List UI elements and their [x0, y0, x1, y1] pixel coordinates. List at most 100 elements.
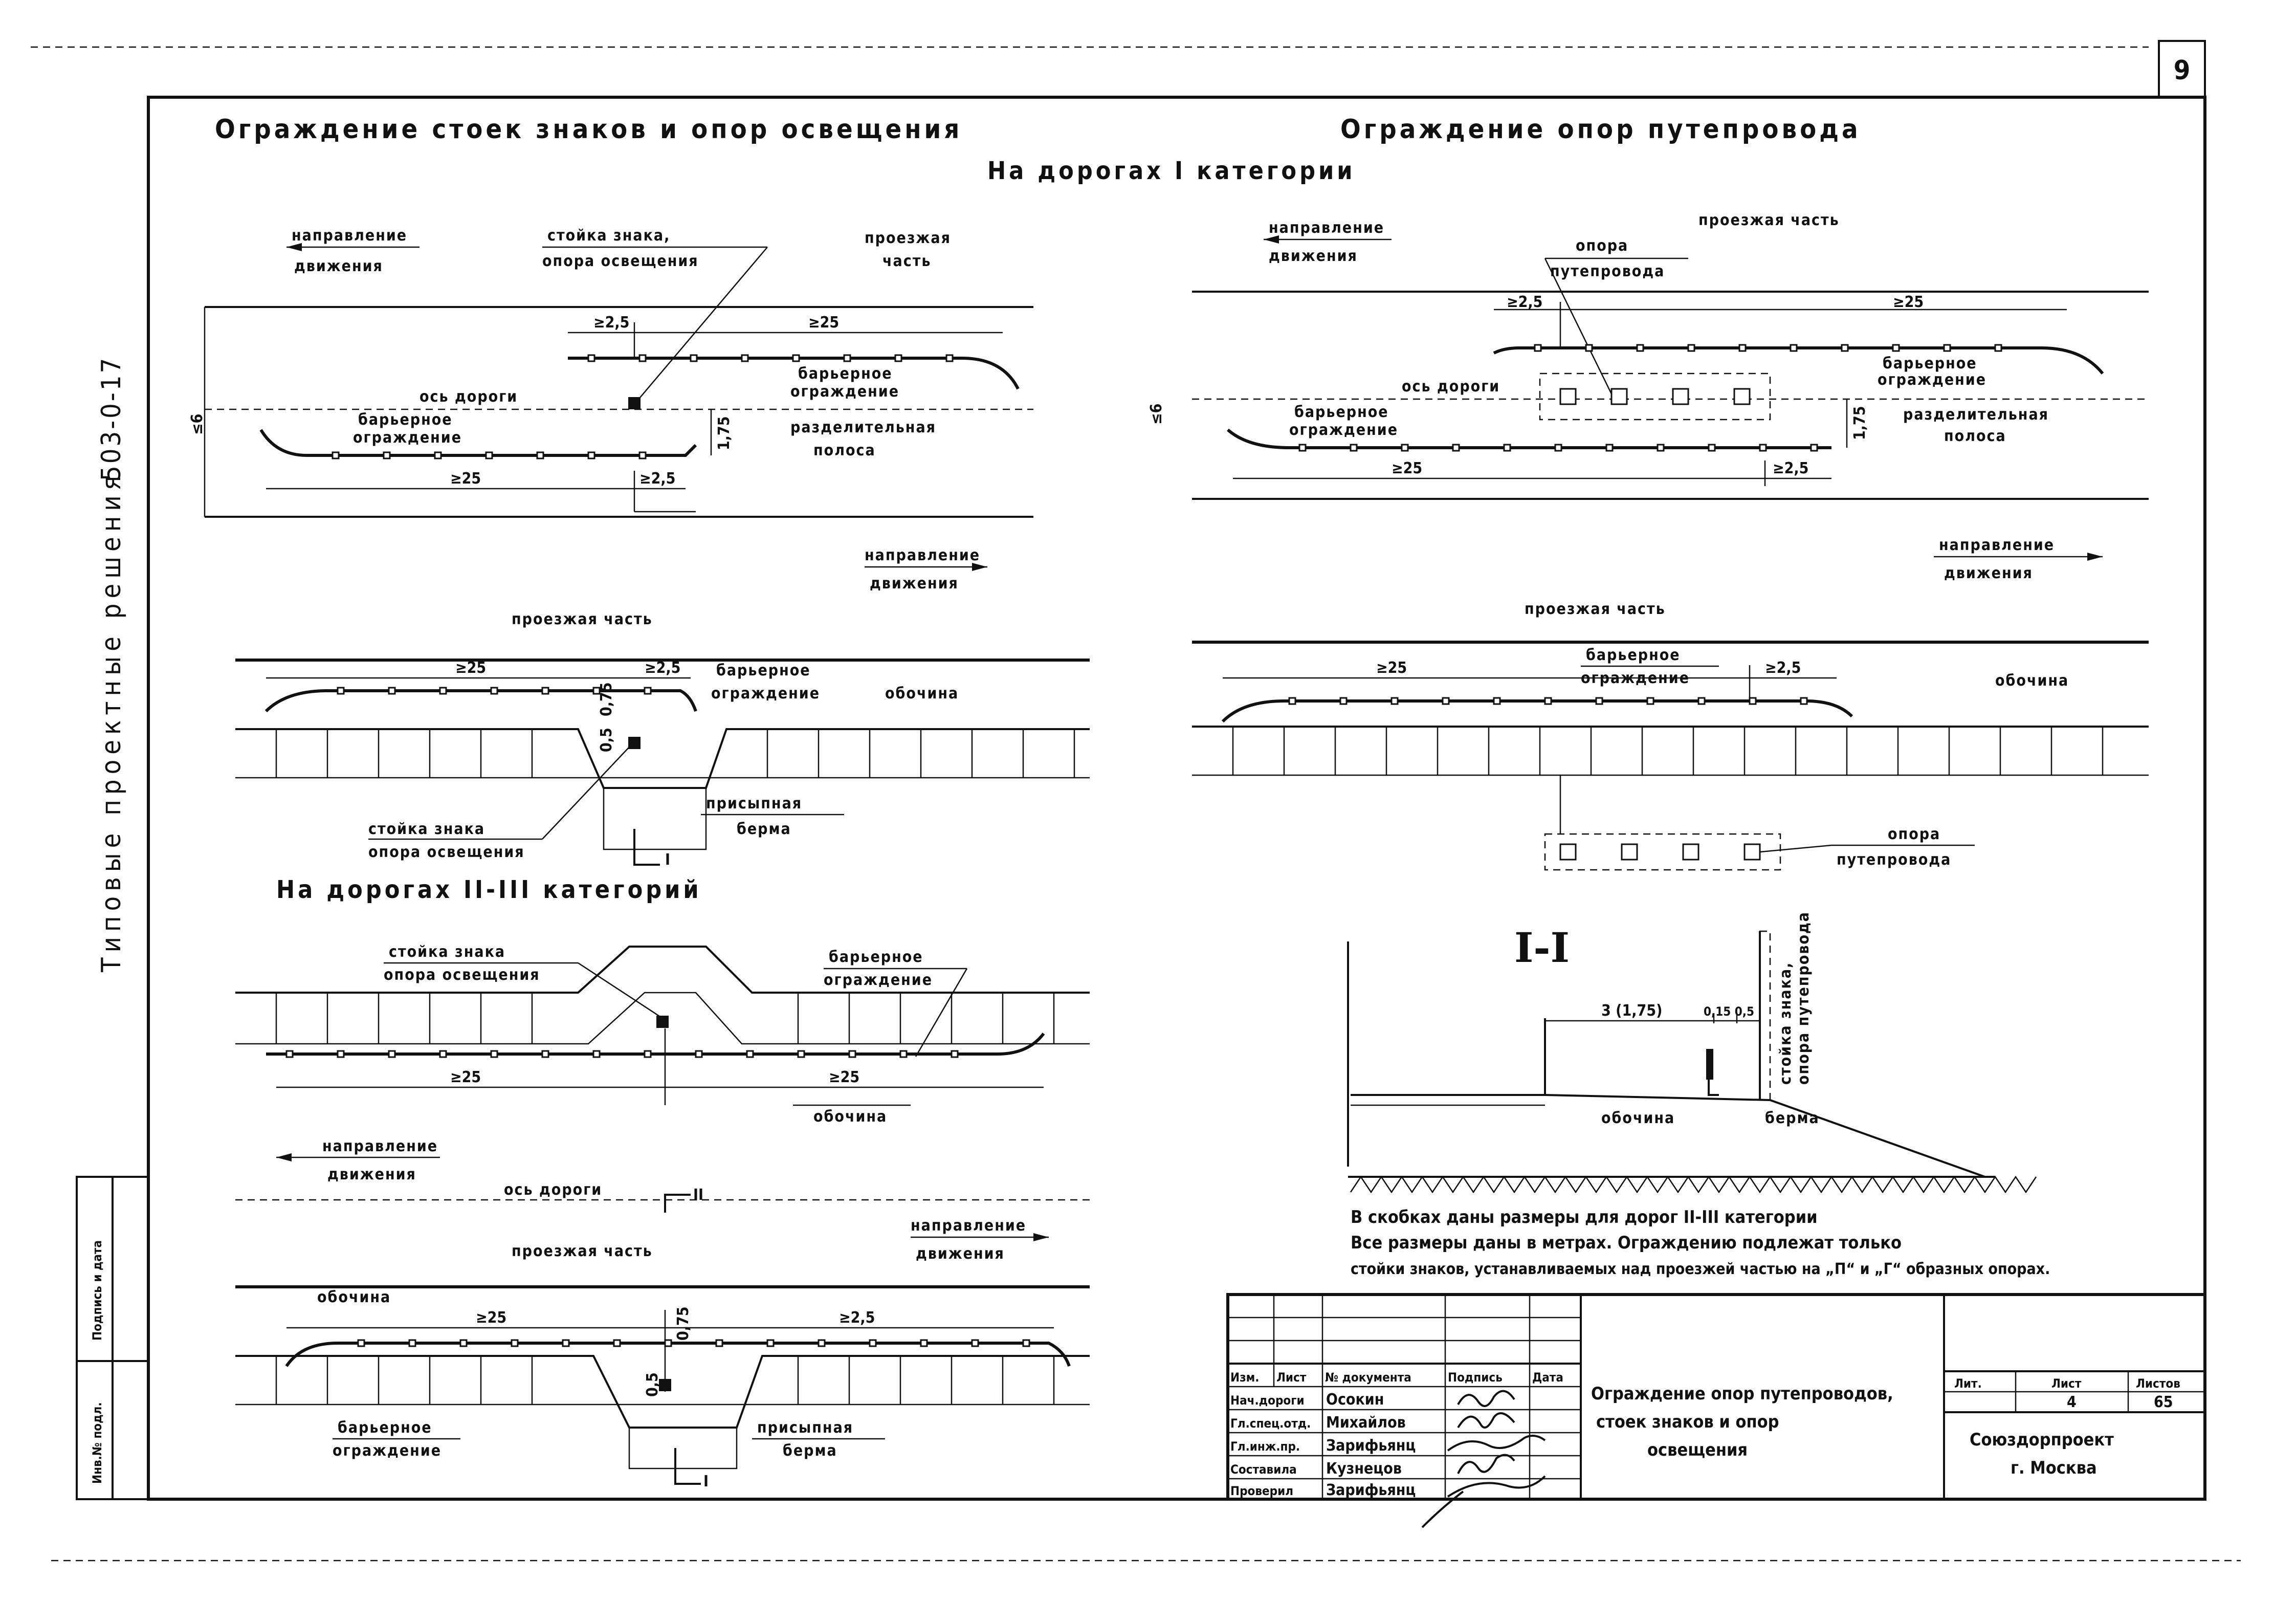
svg-text:Лит.: Лит.: [1954, 1376, 1982, 1391]
svg-text:≥25: ≥25: [476, 1309, 506, 1327]
svg-text:берма: берма: [783, 1442, 837, 1460]
barrier-rail: [266, 1033, 1045, 1056]
stamp-inventory-no: Инв.№ подл.: [90, 1402, 104, 1484]
svg-text:Лист: Лист: [1276, 1370, 1307, 1385]
svg-text:1,75: 1,75: [1851, 406, 1869, 440]
svg-text:разделительная: разделительная: [1903, 406, 2049, 424]
barrier-rail: [568, 357, 1020, 390]
svg-text:I: I: [665, 851, 670, 869]
drawing-title-1: Ограждение опор путепроводов,: [1591, 1384, 1893, 1404]
leader-line: [634, 247, 768, 405]
leader-line: [542, 747, 630, 840]
svg-text:проезжая часть: проезжая часть: [1525, 600, 1666, 618]
slope-profile: [1544, 1094, 1985, 1178]
plan-median-sign-post: направление движения стойка знака, опора…: [188, 227, 1033, 518]
svg-text:обочина: обочина: [1601, 1109, 1675, 1127]
svg-text:0,5: 0,5: [644, 1372, 661, 1397]
svg-text:полоса: полоса: [813, 442, 876, 459]
right-title: Ограждение опор путепровода: [1340, 114, 1861, 145]
svg-text:опора освещения: опора освещения: [368, 843, 525, 861]
svg-text:ограждение: ограждение: [1581, 669, 1690, 687]
ground-hatch: [1350, 1175, 2037, 1194]
organization-name: Союздорпроект: [1970, 1430, 2114, 1450]
svg-text:Нач.дороги: Нач.дороги: [1230, 1393, 1305, 1408]
svg-text:ось дороги: ось дороги: [504, 1181, 602, 1199]
svg-text:опора путепровода: опора путепровода: [1795, 911, 1813, 1085]
svg-text:направление: направление: [1269, 219, 1384, 237]
svg-text:Изм.: Изм.: [1230, 1370, 1259, 1385]
direction-arrow-icon: [276, 1153, 292, 1161]
svg-text:часть: часть: [882, 252, 931, 270]
slope-edge: [235, 728, 1090, 789]
svg-text:≥25: ≥25: [808, 314, 839, 332]
svg-text:≤6: ≤6: [188, 414, 206, 435]
svg-text:ограждение: ограждение: [333, 1442, 441, 1460]
direction-arrow-icon: [2087, 553, 2103, 561]
svg-text:ограждение: ограждение: [711, 685, 820, 703]
svg-text:опора: опора: [1888, 825, 1940, 843]
barrier-rail: [259, 429, 697, 457]
overpass-pier: [1733, 388, 1751, 405]
section-mark: I-I: [1514, 924, 1570, 972]
svg-text:движения: движения: [1269, 247, 1358, 265]
barrier-rail: [1493, 346, 2104, 375]
plan-shoulder-cat23: стойка знака опора освещения барьерное о…: [235, 943, 1090, 1126]
svg-text:Проверил: Проверил: [1230, 1484, 1293, 1498]
svg-text:обочина: обочина: [813, 1108, 887, 1126]
section-I-I: I-I 3 (1,75) 0,15 0,5 стойка знака, опор…: [1347, 911, 2037, 1194]
svg-text:Михайлов: Михайлов: [1326, 1414, 1406, 1432]
overpass-pier: [1672, 388, 1689, 405]
svg-text:0,75: 0,75: [598, 682, 615, 716]
svg-text:≥25: ≥25: [1893, 293, 1924, 311]
plan-shoulder-berm: направление движения ось дороги II напра…: [235, 1137, 1090, 1490]
svg-text:путепровода: путепровода: [1837, 851, 1951, 869]
note-line-2: Все размеры даны в метрах. Ограждению по…: [1351, 1233, 1902, 1253]
page-number-box: [2158, 40, 2206, 98]
svg-text:ось дороги: ось дороги: [1402, 378, 1500, 396]
svg-text:ограждение: ограждение: [824, 971, 933, 989]
svg-text:стойка знака,: стойка знака,: [547, 227, 670, 245]
svg-text:≥25: ≥25: [1376, 659, 1407, 677]
svg-text:барьерное: барьерное: [716, 662, 811, 679]
svg-text:опора освещения: опора освещения: [542, 252, 699, 270]
title-block: Изм. Лист № документа Подпись Дата Нач.д…: [1226, 1293, 2206, 1528]
svg-text:0,5: 0,5: [598, 728, 615, 752]
signature-scribble: [1421, 1475, 1546, 1528]
svg-text:присыпная: присыпная: [757, 1419, 853, 1437]
organization-city: г. Москва: [2011, 1458, 2097, 1478]
svg-text:обочина: обочина: [885, 685, 959, 703]
svg-text:барьерное: барьерное: [829, 948, 923, 966]
svg-text:направление: направление: [292, 227, 407, 245]
svg-text:3 (1,75): 3 (1,75): [1601, 1002, 1662, 1020]
overpass-pier: [1559, 388, 1577, 405]
svg-text:≥2,5: ≥2,5: [593, 314, 629, 332]
svg-text:проезжая часть: проезжая часть: [512, 610, 653, 628]
svg-text:Составила: Составила: [1230, 1462, 1297, 1477]
note-line-1: В скобках даны размеры для дорог II-III …: [1351, 1207, 1818, 1227]
svg-text:≥25: ≥25: [450, 1068, 481, 1086]
signature-scribble: [1457, 1454, 1515, 1474]
drawing-title-2: стоек знаков и опор: [1596, 1412, 1779, 1432]
svg-text:Лист: Лист: [2051, 1376, 2082, 1391]
direction-arrow-icon: [286, 243, 302, 251]
barrier-post: [1706, 1049, 1713, 1080]
page-number: 9: [2174, 55, 2191, 86]
svg-text:ограждение: ограждение: [353, 429, 462, 447]
overpass-outline: [1544, 833, 1781, 871]
svg-text:≥25: ≥25: [1392, 459, 1422, 477]
leader-line: [915, 968, 968, 1057]
leader-line: [1544, 258, 1613, 394]
svg-text:стойка знака,: стойка знака,: [1777, 962, 1795, 1085]
side-title: Типовые проектные решения: [96, 471, 127, 973]
svg-text:присыпная: присыпная: [706, 795, 802, 813]
barrier-rail: [1227, 428, 1831, 449]
sign-post-marker: [656, 1016, 669, 1028]
svg-text:≥2,5: ≥2,5: [1765, 659, 1801, 677]
category-1-heading: На дорогах I категории: [987, 157, 1356, 185]
svg-text:Подпись: Подпись: [1448, 1370, 1503, 1385]
svg-text:барьерное: барьерное: [358, 411, 453, 429]
svg-text:Зарифьянц: Зарифьянц: [1326, 1481, 1416, 1499]
sheet-number: 4: [2067, 1393, 2077, 1411]
overpass-pier: [1621, 843, 1638, 861]
svg-text:Зарифьянц: Зарифьянц: [1326, 1437, 1416, 1455]
